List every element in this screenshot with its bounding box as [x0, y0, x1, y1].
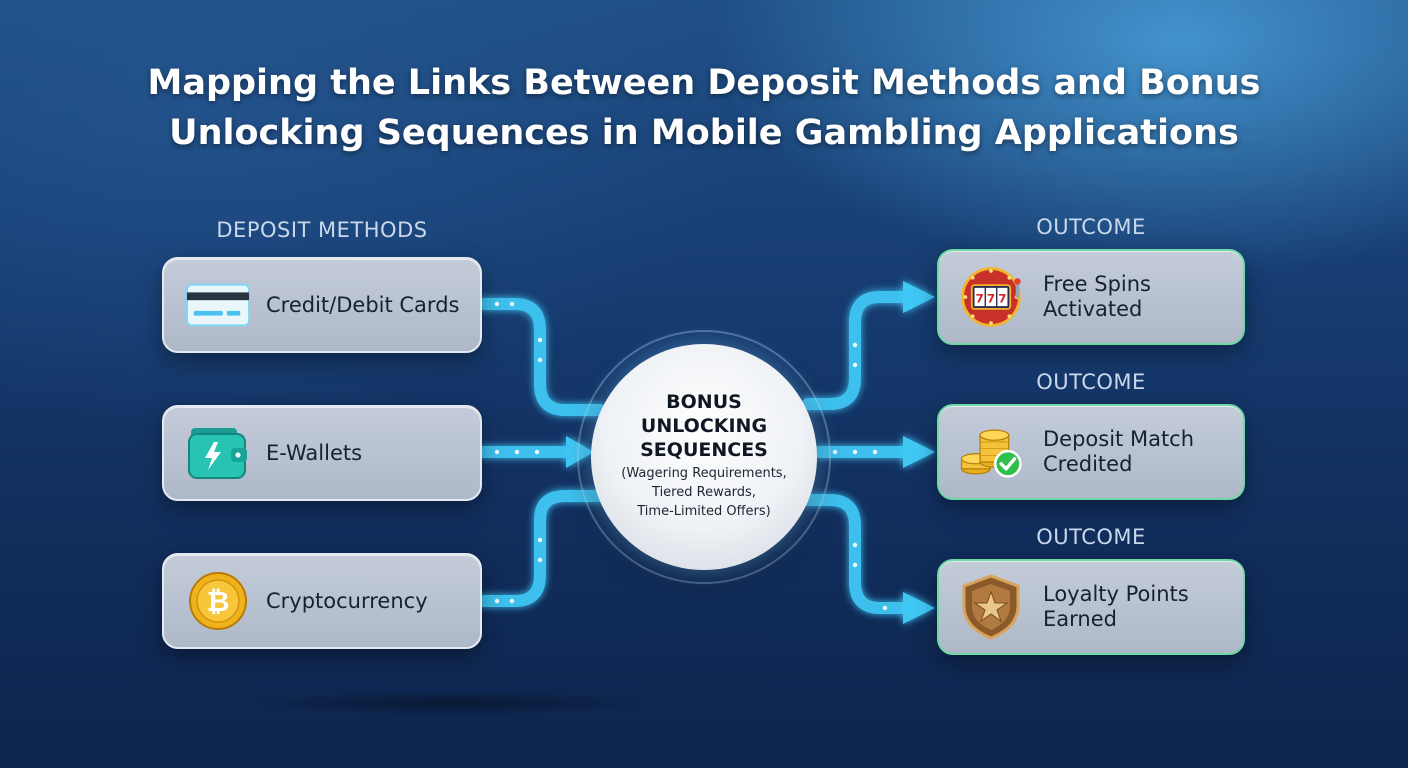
hub-subtitle-line: (Wagering Requirements, — [621, 465, 787, 481]
title-line-2: Unlocking Sequences in Mobile Gambling A… — [169, 113, 1239, 153]
flow-hub-to-spins — [802, 291, 911, 410]
bitcoin-icon: ₿ — [186, 569, 250, 633]
slot-machine-icon: 7 7 7 — [959, 265, 1023, 329]
deposit-methods-header: DEPOSIT METHODS — [216, 218, 428, 242]
outcome-label-line: Free Spins — [1043, 272, 1151, 296]
hub-subtitle-line: Tiered Rewards, — [652, 484, 756, 500]
title-line-1: Mapping the Links Between Deposit Method… — [147, 63, 1261, 103]
outcome-label-line: Loyalty Points — [1043, 582, 1189, 606]
outcome-header: OUTCOME — [1036, 215, 1146, 239]
outcome-label-line: Activated — [1043, 297, 1143, 321]
wallet-icon — [186, 421, 250, 485]
hub-ring — [577, 330, 831, 584]
deposit-method-label: Cryptocurrency — [266, 588, 428, 613]
hub-title-line: SEQUENCES — [640, 438, 768, 461]
outcome-card-deposit-match[interactable]: Deposit Match Credited — [937, 404, 1245, 500]
svg-text:7: 7 — [975, 291, 983, 305]
outcome-label: Free Spins Activated — [1043, 272, 1151, 322]
arrow-head-loyalty — [903, 592, 935, 624]
outcome-label-line: Earned — [1043, 607, 1117, 631]
flow-cards-to-hub — [478, 298, 606, 416]
page-title: Mapping the Links Between Deposit Method… — [0, 58, 1408, 158]
floor-shadow — [240, 690, 660, 716]
credit-card-icon — [186, 273, 250, 337]
outcome-card-loyalty-points[interactable]: Loyalty Points Earned — [937, 559, 1245, 655]
deposit-method-card-crypto[interactable]: ₿ Cryptocurrency — [162, 553, 482, 649]
shield-star-icon — [959, 574, 1023, 640]
deposit-method-card-ewallets[interactable]: E-Wallets — [162, 405, 482, 501]
outcome-label: Deposit Match Credited — [1043, 427, 1194, 477]
svg-text:7: 7 — [998, 291, 1006, 305]
hub-subtitle-line: Time-Limited Offers) — [637, 503, 771, 519]
outcome-label-line: Credited — [1043, 452, 1133, 476]
outcome-header: OUTCOME — [1036, 370, 1146, 394]
svg-text:₿: ₿ — [207, 585, 230, 618]
hub-title-line: BONUS — [666, 390, 742, 413]
hub-subtitle: (Wagering Requirements, Tiered Rewards, … — [621, 464, 786, 521]
outcome-header: OUTCOME — [1036, 525, 1146, 549]
coins-check-icon — [959, 420, 1023, 484]
outcome-card-free-spins[interactable]: 7 7 7 Free Spins Activated — [937, 249, 1245, 345]
flow-hub-to-loyalty — [802, 494, 911, 614]
bonus-unlocking-hub: BONUS UNLOCKING SEQUENCES (Wagering Requ… — [591, 344, 817, 570]
deposit-method-label: E-Wallets — [266, 440, 363, 465]
deposit-method-card-cards[interactable]: Credit/Debit Cards — [162, 257, 482, 353]
outcome-label-line: Deposit Match — [1043, 427, 1195, 451]
outcome-label: Loyalty Points Earned — [1043, 582, 1189, 632]
arrow-head-match — [903, 436, 935, 468]
deposit-method-label: Credit/Debit Cards — [266, 292, 460, 317]
hub-title-line: UNLOCKING — [640, 414, 768, 437]
hub-title: BONUS UNLOCKING SEQUENCES — [640, 390, 768, 462]
flow-crypto-to-hub — [478, 490, 606, 607]
svg-text:7: 7 — [987, 291, 995, 305]
arrow-head-spins — [903, 281, 935, 313]
